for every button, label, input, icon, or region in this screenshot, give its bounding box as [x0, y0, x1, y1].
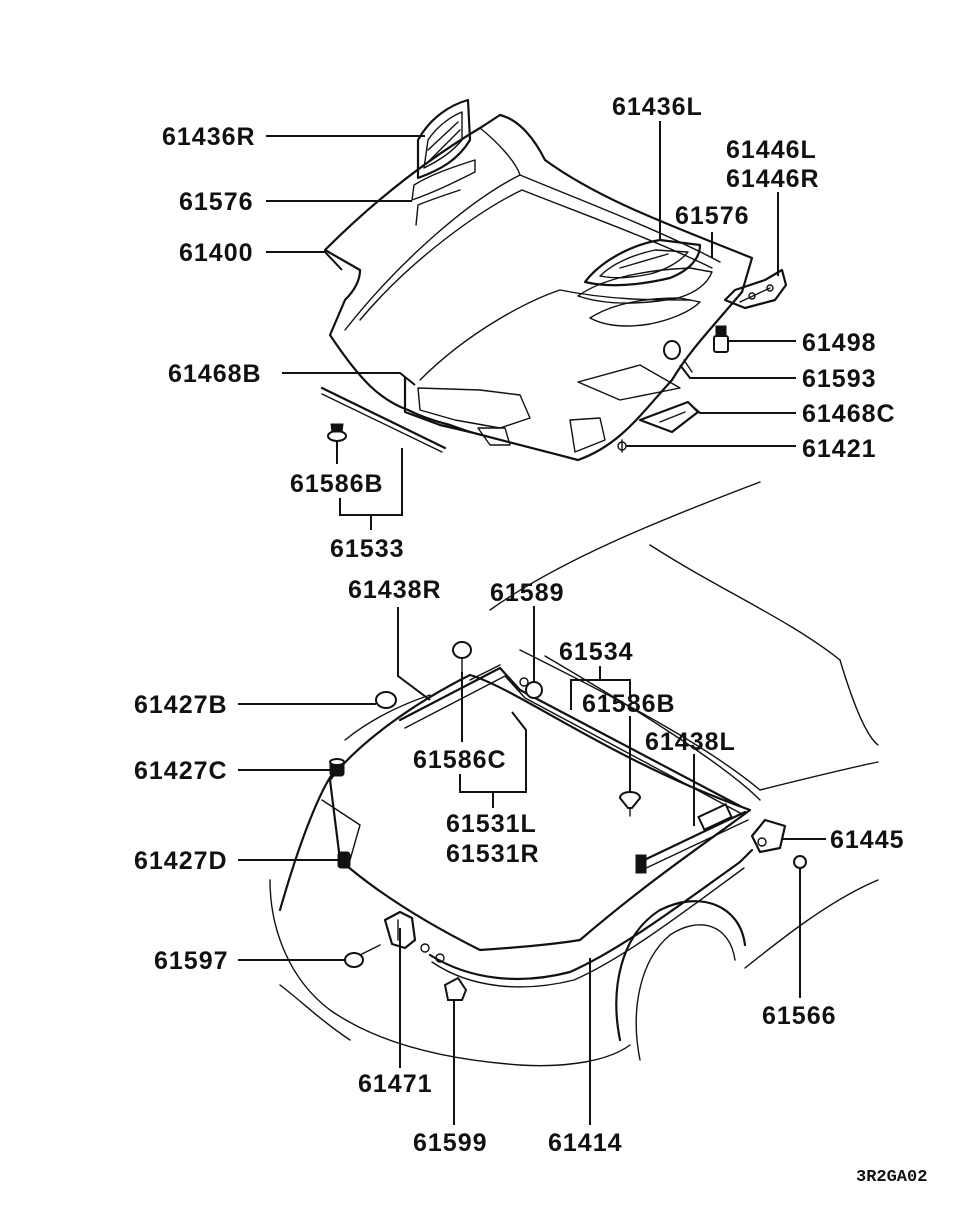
- label-61468B: 61468B: [168, 360, 262, 388]
- label-61438R: 61438R: [348, 576, 442, 604]
- label-61534: 61534: [559, 638, 634, 666]
- leader-lines: [238, 121, 826, 1125]
- label-61599: 61599: [413, 1129, 488, 1157]
- clip-61421-part: [617, 439, 627, 453]
- grommet-61566-part: [793, 855, 807, 869]
- clip-61599-part: [435, 953, 468, 1001]
- label-61436R: 61436R: [162, 123, 256, 151]
- scoop-left-part: [577, 238, 713, 327]
- bolt-61597-part: [344, 944, 381, 968]
- label-61498: 61498: [802, 329, 877, 357]
- drawing-code: 3R2GA02: [856, 1168, 927, 1187]
- scoop-right-part: [411, 98, 476, 226]
- hood-latch-part: [383, 910, 430, 953]
- label-61414: 61414: [548, 1129, 623, 1157]
- label-61576-right: 61576: [179, 188, 254, 216]
- weatherstrip-61533-part: [320, 386, 447, 453]
- gas-strut-part: [635, 802, 749, 874]
- label-61438L: 61438L: [645, 728, 736, 756]
- label-61446R: 61446R: [726, 165, 820, 193]
- label-61566: 61566: [762, 1002, 837, 1030]
- label-61446L: 61446L: [726, 136, 817, 164]
- label-61593: 61593: [802, 365, 877, 393]
- label-61468C: 61468C: [802, 400, 896, 428]
- label-61436L: 61436L: [612, 93, 703, 121]
- label-61576-left: 61576: [675, 202, 750, 230]
- label-61427D: 61427D: [134, 847, 228, 875]
- label-61421: 61421: [802, 435, 877, 463]
- bumper-61427D-part: [337, 851, 351, 869]
- grommet-61427B-part: [375, 691, 397, 709]
- clip-61586B-lower-part: [618, 791, 642, 817]
- bolt-61498-part: [713, 325, 729, 353]
- label-61427C: 61427C: [134, 757, 228, 785]
- label-61400: 61400: [179, 239, 254, 267]
- release-lever-part: [750, 818, 787, 854]
- label-61586B-upper: 61586B: [290, 470, 384, 498]
- label-61597: 61597: [154, 947, 229, 975]
- grommet-61589-part: [519, 677, 543, 699]
- label-61445: 61445: [830, 826, 905, 854]
- bumper-61427C-part: [329, 758, 345, 777]
- bumper-61593-part: [663, 340, 693, 373]
- clip-61586C-part: [452, 641, 472, 673]
- hood-panel: [323, 113, 754, 462]
- part-number-labels: 61436R 61576 61400 61436L 61446L 61446R …: [134, 93, 927, 1187]
- label-61589: 61589: [490, 579, 565, 607]
- label-61531L: 61531L: [446, 810, 537, 838]
- clip-61586B-upper-part: [327, 423, 347, 442]
- label-61427B: 61427B: [134, 691, 228, 719]
- label-61586C: 61586C: [413, 746, 507, 774]
- label-61533: 61533: [330, 535, 405, 563]
- hood-hinge-part: [723, 268, 788, 310]
- release-cable-part: [428, 848, 754, 988]
- label-61531R: 61531R: [446, 840, 540, 868]
- label-61471: 61471: [358, 1070, 433, 1098]
- car-body: [269, 481, 879, 1067]
- label-61586B-lower: 61586B: [582, 690, 676, 718]
